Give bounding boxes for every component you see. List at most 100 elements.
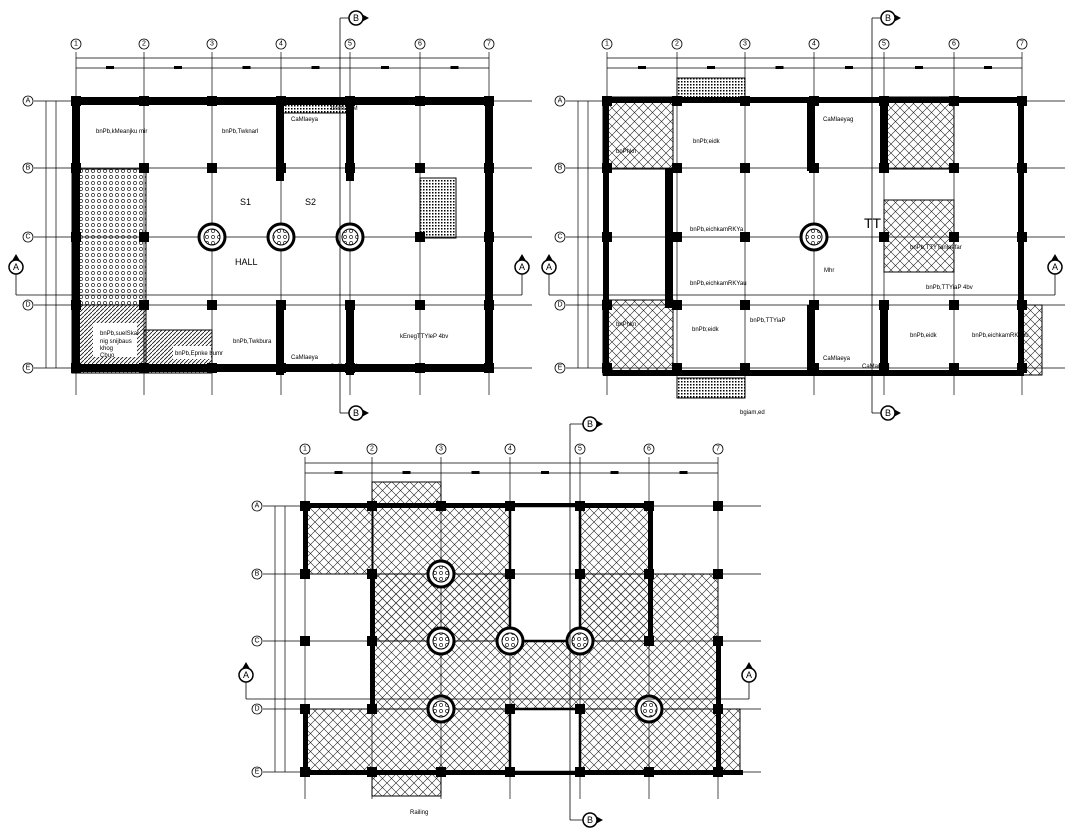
section-marker-b [582,416,598,432]
structural-column [949,300,959,310]
structural-column [300,569,310,579]
wall [807,101,815,171]
room-label-sw: Cbuo [100,353,115,359]
grid-bubble [601,38,613,50]
structural-column [949,96,959,106]
dimension-tick [915,66,923,69]
grid-bubble [251,766,263,778]
structural-column [436,501,446,511]
structural-column [575,767,585,777]
structural-column [809,96,819,106]
grid-label-col: 5 [882,41,886,48]
section-label-b: B [587,419,593,429]
grid-label-row: A [558,98,563,105]
structural-column [602,363,612,373]
lift-label-bottom: CaMlaeya [291,355,319,361]
structural-column [367,636,377,646]
section-label-b: B [885,408,891,418]
hatched-area [676,77,746,99]
hatched-area [676,377,746,399]
structural-column [484,300,494,310]
structural-column [345,96,355,106]
grid-label-row: C [254,638,259,645]
dimension-tick [381,66,389,69]
hatched-area [602,96,674,170]
structural-column [1017,96,1027,106]
room-label: bnPb,eichkamRKYau [972,333,1029,339]
structural-column [602,96,612,106]
section-label-b: B [353,13,359,23]
structural-column [879,96,889,106]
room-label: bnPhkn [616,322,636,328]
grid-label-col: 1 [605,41,609,48]
room-label: bnPb;eidk [692,327,720,333]
structural-column [415,300,425,310]
dimension-tick [610,471,619,474]
round-column-core [432,632,450,650]
structural-column [415,363,425,373]
dimension-tick [311,66,320,69]
section-marker-a [741,667,757,683]
grid-label-col: 5 [348,41,352,48]
grid-bubble [22,362,34,374]
dimension-tick [402,471,411,474]
section-label-b: B [885,13,891,23]
structural-column [415,232,425,242]
grid-label-row: B [26,165,31,172]
room-label: bnPb,eidk [910,333,938,339]
dimension-tick [541,471,549,474]
structural-column [505,704,515,714]
round-column-core [640,700,658,718]
structural-column [575,704,585,714]
structural-column [484,232,494,242]
structural-column [672,300,682,310]
dimension-tick [707,66,715,69]
structural-column [879,163,889,173]
grid-label-col: 7 [1020,41,1024,48]
structural-column [1017,363,1027,373]
wall [807,305,815,375]
round-column-core [341,228,359,246]
grid-label-col: 4 [508,446,512,453]
structural-column [713,636,723,646]
round-column-core [432,565,450,583]
grid-label-row: D [254,706,259,713]
structural-column [809,163,819,173]
structural-column [879,232,889,242]
dimension-tick [638,66,646,69]
grid-bubble [138,38,150,50]
structural-column [276,163,286,173]
structural-column [367,501,377,511]
grid-bubble [643,443,655,455]
structural-column [367,767,377,777]
structural-column [139,96,149,106]
structural-column [740,96,750,106]
structural-column [740,363,750,373]
grid-bubble [554,162,566,174]
grid-bubble [574,443,586,455]
structural-column [484,363,494,373]
grid-label-row: E [255,769,260,776]
section-marker-a [1047,259,1063,275]
grid-label-col: 6 [418,41,422,48]
grid-label-col: 2 [370,446,374,453]
structural-column [879,363,889,373]
dimension-tick [984,66,992,69]
hatched-area [883,199,955,273]
grid-label-col: 4 [812,41,816,48]
room-label: bnPb,TTYTanjaefar [910,245,962,251]
structural-column [1017,232,1027,242]
grid-label-row: A [26,98,31,105]
structural-column [740,300,750,310]
grid-bubble [483,38,495,50]
structural-column [207,300,217,310]
structural-column [276,300,286,310]
section-marker-b [582,812,598,828]
grid-label-col: 7 [716,446,720,453]
grid-bubble [808,38,820,50]
grid-bubble [554,362,566,374]
room-label: bnPb,TTYiaP [750,318,785,324]
typical-floor-labels: bnPb;eidk bnPb,eichkamRKYa bnPb,eichkamR… [616,117,1029,416]
structural-column [1017,300,1027,310]
